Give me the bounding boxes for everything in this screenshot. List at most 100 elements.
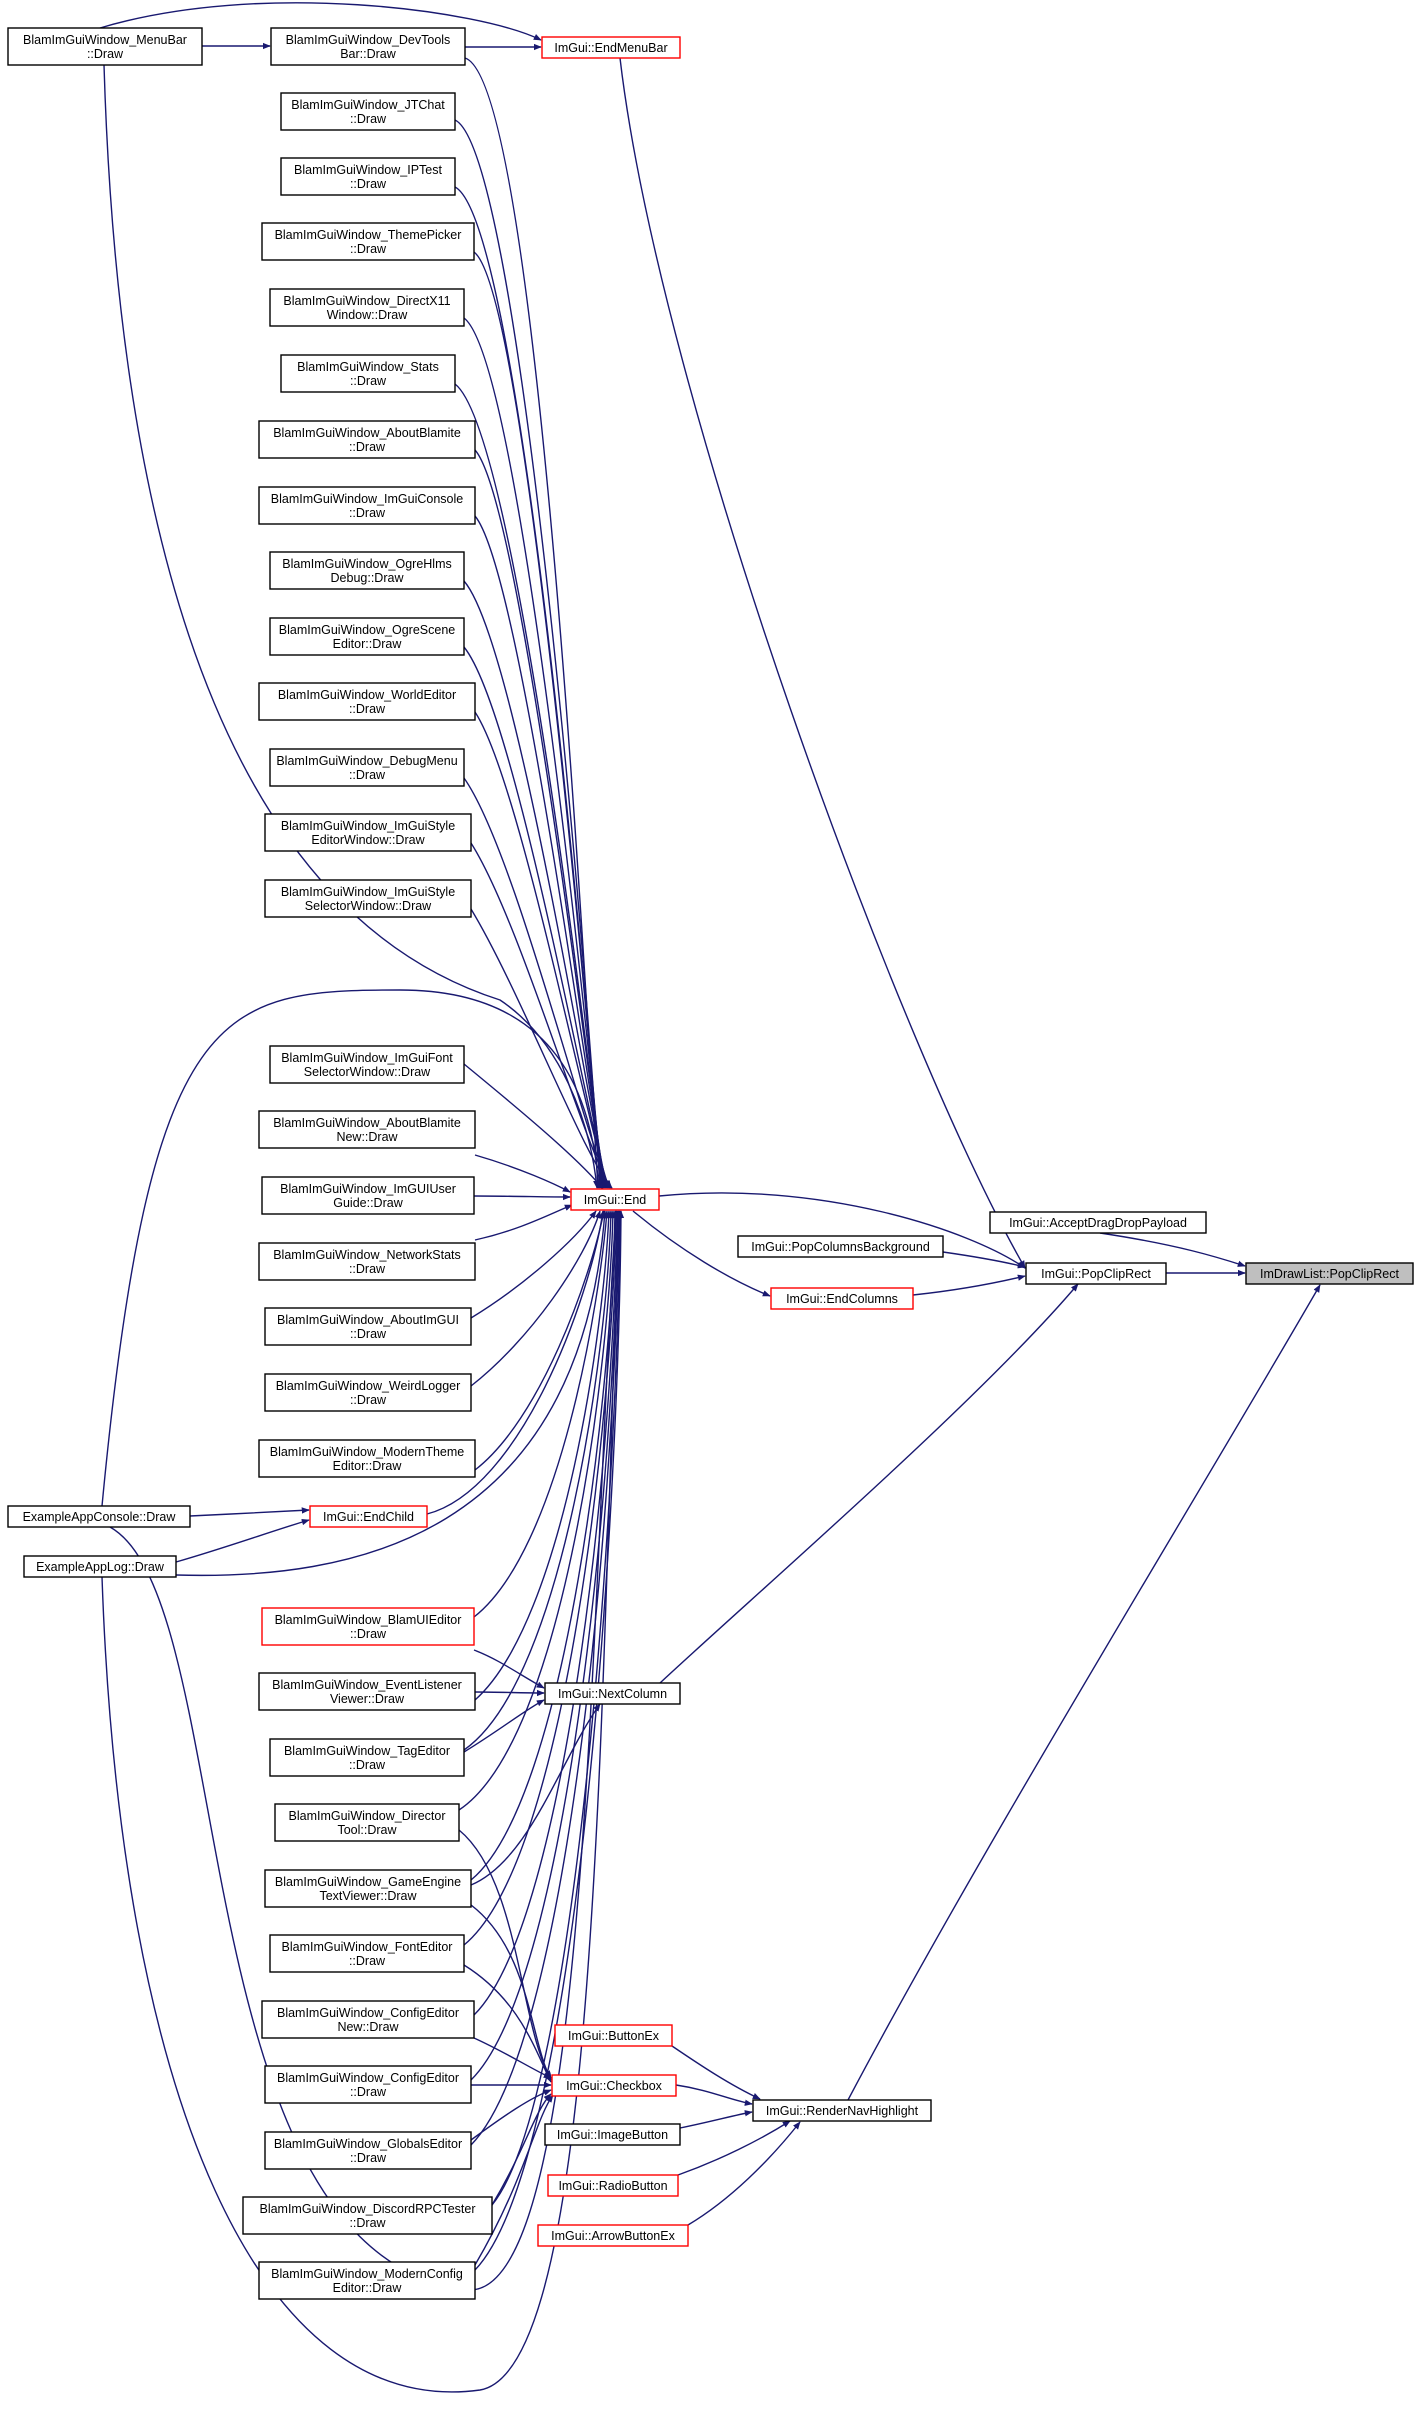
graph-node-n34[interactable]: BlamImGuiWindow_ConfigEditor::Draw (264, 2065, 472, 2104)
graph-node-n14[interactable]: BlamImGuiWindow_ImGuiStyleEditorWindow::… (264, 813, 472, 852)
node-box[interactable] (258, 1439, 476, 1478)
node-box[interactable] (269, 1738, 465, 1777)
node-box[interactable] (242, 2196, 493, 2235)
node-box[interactable] (270, 27, 466, 66)
graph-node-n9[interactable]: BlamImGuiWindow_ImGuiConsole::Draw (258, 486, 476, 525)
graph-node-n12[interactable]: BlamImGuiWindow_WorldEditor::Draw (258, 682, 476, 721)
graph-node-n45[interactable]: ImGui::PopColumnsBackground (737, 1235, 944, 1258)
graph-node-n31[interactable]: BlamImGuiWindow_GameEngineTextViewer::Dr… (264, 1869, 472, 1908)
node-box[interactable] (258, 1110, 476, 1149)
graph-node-n39[interactable]: ImGui::Checkbox (551, 2074, 677, 2097)
node-box[interactable] (7, 1505, 191, 1528)
node-box[interactable] (269, 1045, 465, 1084)
graph-node-n46[interactable]: ImGui::EndColumns (770, 1287, 914, 1310)
node-box[interactable] (264, 1373, 472, 1412)
node-box[interactable] (269, 617, 465, 656)
node-box[interactable] (269, 288, 465, 327)
node-box[interactable] (1025, 1262, 1167, 1285)
node-box[interactable] (770, 1287, 914, 1310)
node-box[interactable] (309, 1505, 428, 1528)
graph-node-n7[interactable]: BlamImGuiWindow_Stats::Draw (280, 354, 456, 393)
node-box[interactable] (280, 354, 456, 393)
node-box[interactable] (264, 2065, 472, 2104)
node-box[interactable] (264, 879, 472, 918)
node-box[interactable] (7, 27, 203, 66)
node-box[interactable] (258, 682, 476, 721)
graph-node-n16[interactable]: BlamImGuiWindow_ImGuiFontSelectorWindow:… (269, 1045, 465, 1084)
graph-node-n20[interactable]: BlamImGuiWindow_AboutImGUI::Draw (264, 1307, 472, 1346)
node-box[interactable] (23, 1555, 177, 1578)
graph-node-n41[interactable]: ImGui::ImageButton (544, 2123, 681, 2146)
graph-node-n28[interactable]: BlamImGuiWindow_EventListenerViewer::Dra… (258, 1672, 476, 1711)
node-box[interactable] (274, 1803, 460, 1842)
node-box[interactable] (737, 1235, 944, 1258)
graph-node-n29[interactable]: BlamImGuiWindow_TagEditor::Draw (269, 1738, 465, 1777)
node-box[interactable] (261, 222, 475, 261)
node-box[interactable] (261, 1176, 475, 1215)
node-box[interactable] (264, 1869, 472, 1908)
graph-node-n8[interactable]: BlamImGuiWindow_AboutBlamite::Draw (258, 420, 476, 459)
graph-node-n24[interactable]: ExampleAppConsole::Draw (7, 1505, 191, 1528)
node-box[interactable] (544, 2123, 681, 2146)
graph-node-n2[interactable]: ImGui::EndMenuBar (541, 36, 681, 59)
graph-node-n48[interactable]: ImGui::PopClipRect (1025, 1262, 1167, 1285)
node-box[interactable] (280, 92, 456, 131)
node-box[interactable] (280, 157, 456, 196)
graph-node-n3[interactable]: BlamImGuiWindow_JTChat::Draw (280, 92, 456, 131)
node-box[interactable] (258, 2261, 476, 2300)
graph-node-n19[interactable]: BlamImGuiWindow_NetworkStats::Draw (258, 1242, 476, 1281)
node-box[interactable] (537, 2224, 689, 2247)
node-box[interactable] (269, 748, 465, 787)
node-box[interactable] (261, 2000, 475, 2039)
node-box[interactable] (551, 2074, 677, 2097)
graph-node-n35[interactable]: BlamImGuiWindow_GlobalsEditor::Draw (264, 2131, 472, 2170)
node-box[interactable] (258, 420, 476, 459)
node-box[interactable] (264, 2131, 472, 2170)
node-box[interactable] (544, 1682, 681, 1705)
node-box[interactable] (261, 1607, 475, 1646)
graph-node-n27[interactable]: BlamImGuiWindow_BlamUIEditor::Draw (261, 1607, 475, 1646)
graph-node-n0[interactable]: BlamImGuiWindow_MenuBar::Draw (7, 27, 203, 66)
graph-node-n5[interactable]: BlamImGuiWindow_ThemePicker::Draw (261, 222, 475, 261)
node-box[interactable] (570, 1188, 660, 1211)
node-box[interactable] (752, 2099, 932, 2122)
node-box[interactable] (547, 2174, 679, 2197)
graph-node-n44[interactable]: ImGui::RenderNavHighlight (752, 2099, 932, 2122)
graph-node-n25[interactable]: ExampleAppLog::Draw (23, 1555, 177, 1578)
node-box[interactable] (269, 551, 465, 590)
node-box[interactable] (1245, 1262, 1414, 1285)
graph-node-n38[interactable]: ImGui::NextColumn (544, 1682, 681, 1705)
graph-node-n23[interactable]: ImGui::End (570, 1188, 660, 1211)
graph-node-n21[interactable]: BlamImGuiWindow_WeirdLogger::Draw (264, 1373, 472, 1412)
node-box[interactable] (541, 36, 681, 59)
graph-node-n42[interactable]: ImGui::RadioButton (547, 2174, 679, 2197)
graph-node-n49[interactable]: ImDrawList::PopClipRect (1245, 1262, 1414, 1285)
node-box[interactable] (258, 486, 476, 525)
graph-node-n40[interactable]: ImGui::ButtonEx (554, 2024, 673, 2047)
node-box[interactable] (258, 1672, 476, 1711)
graph-node-n32[interactable]: BlamImGuiWindow_FontEditor::Draw (269, 1934, 465, 1973)
graph-node-n4[interactable]: BlamImGuiWindow_IPTest::Draw (280, 157, 456, 196)
node-box[interactable] (989, 1211, 1207, 1234)
graph-node-n15[interactable]: BlamImGuiWindow_ImGuiStyleSelectorWindow… (264, 879, 472, 918)
graph-node-n43[interactable]: ImGui::ArrowButtonEx (537, 2224, 689, 2247)
node-box[interactable] (264, 813, 472, 852)
node-box[interactable] (264, 1307, 472, 1346)
graph-node-n26[interactable]: ImGui::EndChild (309, 1505, 428, 1528)
graph-node-n47[interactable]: ImGui::AcceptDragDropPayload (989, 1211, 1207, 1234)
node-box[interactable] (554, 2024, 673, 2047)
graph-node-n36[interactable]: BlamImGuiWindow_DiscordRPCTester::Draw (242, 2196, 493, 2235)
graph-node-n13[interactable]: BlamImGuiWindow_DebugMenu::Draw (269, 748, 465, 787)
node-box[interactable] (269, 1934, 465, 1973)
node-box[interactable] (258, 1242, 476, 1281)
